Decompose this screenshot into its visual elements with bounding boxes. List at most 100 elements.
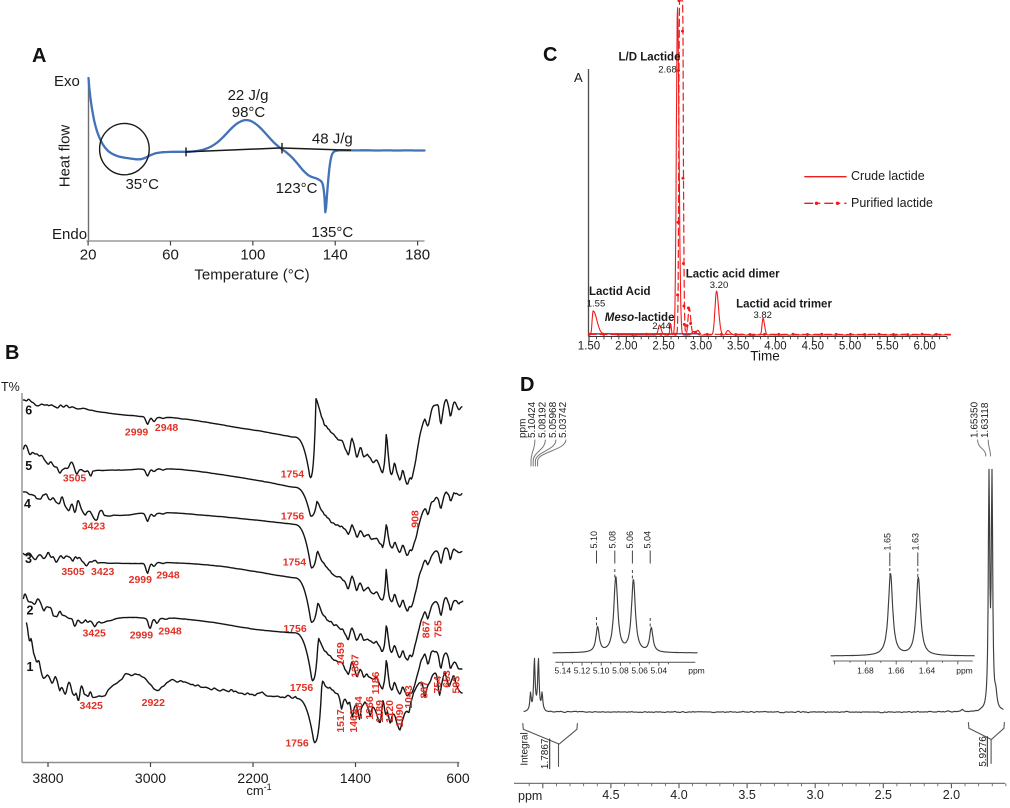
dsc-annotation: 98°C bbox=[232, 104, 266, 121]
ftir-band-label: 2948 bbox=[155, 422, 179, 434]
nmr-peaklist-label: 5.03742 bbox=[558, 401, 569, 438]
ftir-band-label: 3425 bbox=[83, 627, 107, 639]
hplc-x-ticklabel: 2.00 bbox=[615, 341, 637, 353]
legend-item-purified: Purified lactide bbox=[851, 195, 933, 210]
legend-item-crude: Crude lactide bbox=[851, 169, 925, 183]
hplc-peak-label: 1.55 bbox=[587, 299, 606, 310]
ftir-band-label: 1756 bbox=[290, 682, 314, 694]
nmr-integral-axis-label: Integral bbox=[519, 732, 531, 766]
nmr-peaklist-connector bbox=[987, 439, 992, 457]
ftir-band-label: 1756 bbox=[283, 623, 307, 635]
ftir-curve-1 bbox=[25, 622, 463, 744]
dsc-anneal-circle bbox=[98, 122, 150, 176]
ftir-band-label: 2 bbox=[27, 604, 34, 618]
ftir-x-ticklabel: 2200 bbox=[237, 770, 268, 786]
nmr-inset-left-peaklabel: 5.06 bbox=[625, 531, 635, 549]
ftir-band-label: 653 bbox=[441, 670, 453, 688]
ftir-band-label: 2922 bbox=[142, 697, 166, 709]
hplc-crude-trace bbox=[588, 7, 951, 336]
hplc-purified-marker bbox=[763, 332, 766, 336]
nmr-main-trace bbox=[523, 468, 1004, 714]
ftir-curve-6 bbox=[22, 398, 463, 485]
hplc-purified-marker bbox=[659, 332, 663, 336]
legend-purified-marker bbox=[814, 201, 819, 205]
nmr-inset-left-peaklabel: 5.10 bbox=[589, 531, 599, 549]
ftir-band-label: 1043 bbox=[403, 685, 415, 709]
hplc-legend: Crude lactide Purified lactide bbox=[851, 170, 933, 223]
nmr-x-ticklabel: 4.0 bbox=[670, 788, 687, 802]
nmr-peaklist-fanline bbox=[537, 439, 567, 467]
hplc-purified-marker bbox=[676, 293, 680, 297]
ftir-band-label: 1186 bbox=[370, 671, 382, 694]
ftir-band-label: 754 bbox=[432, 676, 444, 694]
nmr-x-ticklabel: 4.5 bbox=[602, 788, 619, 802]
ftir-band-label: 6 bbox=[25, 404, 32, 418]
ftir-band-label: 1462 bbox=[348, 709, 360, 733]
ftir-x-axis-unit-sup: -1 bbox=[263, 781, 272, 792]
ftir-band-label: 3 bbox=[25, 552, 32, 566]
ftir-x-ticklabel: 600 bbox=[446, 770, 470, 786]
nmr-inset-left-peaklabel: 5.08 bbox=[607, 531, 617, 549]
nmr-peaklist-label: 5.10424 bbox=[527, 401, 538, 438]
ftir-band-label: 3505 bbox=[61, 566, 85, 578]
hplc-purified-marker bbox=[682, 304, 686, 308]
nmr-inset-left-ticklabel: 5.14 bbox=[555, 666, 572, 676]
hplc-peak-label: 2.44 bbox=[652, 321, 671, 332]
hplc-x-ticklabel: 4.50 bbox=[802, 341, 824, 353]
hplc-purified-marker bbox=[673, 332, 677, 336]
hplc-x-ticklabel: 5.50 bbox=[876, 341, 898, 353]
hplc-purified-marker bbox=[686, 306, 690, 310]
ftir-band-label: 3505 bbox=[63, 473, 87, 485]
dsc-x-axis-title: Temperature (°C) bbox=[194, 266, 310, 284]
nmr-x-ticklabel: 2.0 bbox=[943, 788, 960, 802]
ftir-x-ticklabel: 3800 bbox=[32, 770, 63, 786]
dsc-annotation: 48 J/g bbox=[312, 131, 353, 148]
dsc-x-ticklabel: 100 bbox=[240, 247, 265, 264]
nmr-inset-left-ticklabel: 5.08 bbox=[612, 666, 629, 676]
hplc-purified-marker bbox=[676, 220, 680, 224]
panel-c-letter: C bbox=[543, 44, 558, 66]
nmr-x-ticklabel: 2.5 bbox=[875, 788, 892, 802]
dsc-x-ticklabel: 60 bbox=[162, 247, 179, 264]
ftir-band-label: 5 bbox=[25, 459, 32, 473]
ftir-band-label: 2948 bbox=[158, 625, 182, 637]
nmr-integral-bracket-right bbox=[967, 721, 1005, 765]
panel-b-letter: B bbox=[5, 342, 20, 364]
nmr-peaklist-connector bbox=[977, 439, 987, 457]
dsc-exo-label: Exo bbox=[54, 73, 80, 90]
dsc-y-axis-title: Heat flow bbox=[56, 124, 74, 188]
dsc-endo-label: Endo bbox=[52, 226, 88, 243]
nmr-peaklist-fanline bbox=[532, 439, 546, 467]
hplc-x-axis-title: Time bbox=[750, 348, 780, 363]
panel-a-letter: A bbox=[32, 45, 47, 67]
nmr-inset-right-ticklabel: 1.68 bbox=[857, 666, 874, 676]
ftir-band-label: 1754 bbox=[283, 557, 307, 569]
nmr-x-ticklabel: 3.0 bbox=[807, 788, 824, 802]
hplc-peak-label: 3.20 bbox=[710, 280, 729, 291]
ftir-band-label: 1090 bbox=[394, 704, 406, 728]
ftir-x-axis-unit: cm-1 bbox=[246, 782, 271, 798]
ftir-band-label: 1756 bbox=[285, 737, 309, 749]
ftir-band-label: 2999 bbox=[129, 574, 153, 586]
hplc-purified-marker bbox=[689, 322, 693, 325]
dsc-annotation: 123°C bbox=[276, 180, 318, 197]
dsc-x-ticklabel: 180 bbox=[405, 247, 430, 264]
ftir-curve-4 bbox=[22, 491, 463, 612]
nmr-inset-left-ticklabel: 5.10 bbox=[593, 666, 610, 676]
ftir-band-label: 867 bbox=[419, 681, 431, 699]
hplc-x-ticklabel: 3.00 bbox=[690, 341, 712, 353]
nmr-integral-value: 1.7867 bbox=[540, 738, 551, 769]
nmr-inset-left-ticklabel: 5.12 bbox=[574, 666, 591, 676]
hplc-peak-label: Lactid acid trimer bbox=[736, 299, 832, 311]
ftir-x-axis-unit-base: cm bbox=[246, 783, 264, 799]
nmr-inset-left-unit: ppm bbox=[688, 666, 705, 676]
panel-d-letter: D bbox=[520, 374, 535, 396]
hplc-x-ticklabel: 5.00 bbox=[839, 341, 861, 353]
dsc-annotation: 22 J/g bbox=[228, 87, 269, 104]
hplc-purified-marker bbox=[685, 324, 689, 328]
hplc-purified-marker bbox=[677, 0, 681, 3]
dsc-annotation: 35°C bbox=[125, 176, 159, 193]
ftir-band-label: 3423 bbox=[82, 521, 106, 533]
